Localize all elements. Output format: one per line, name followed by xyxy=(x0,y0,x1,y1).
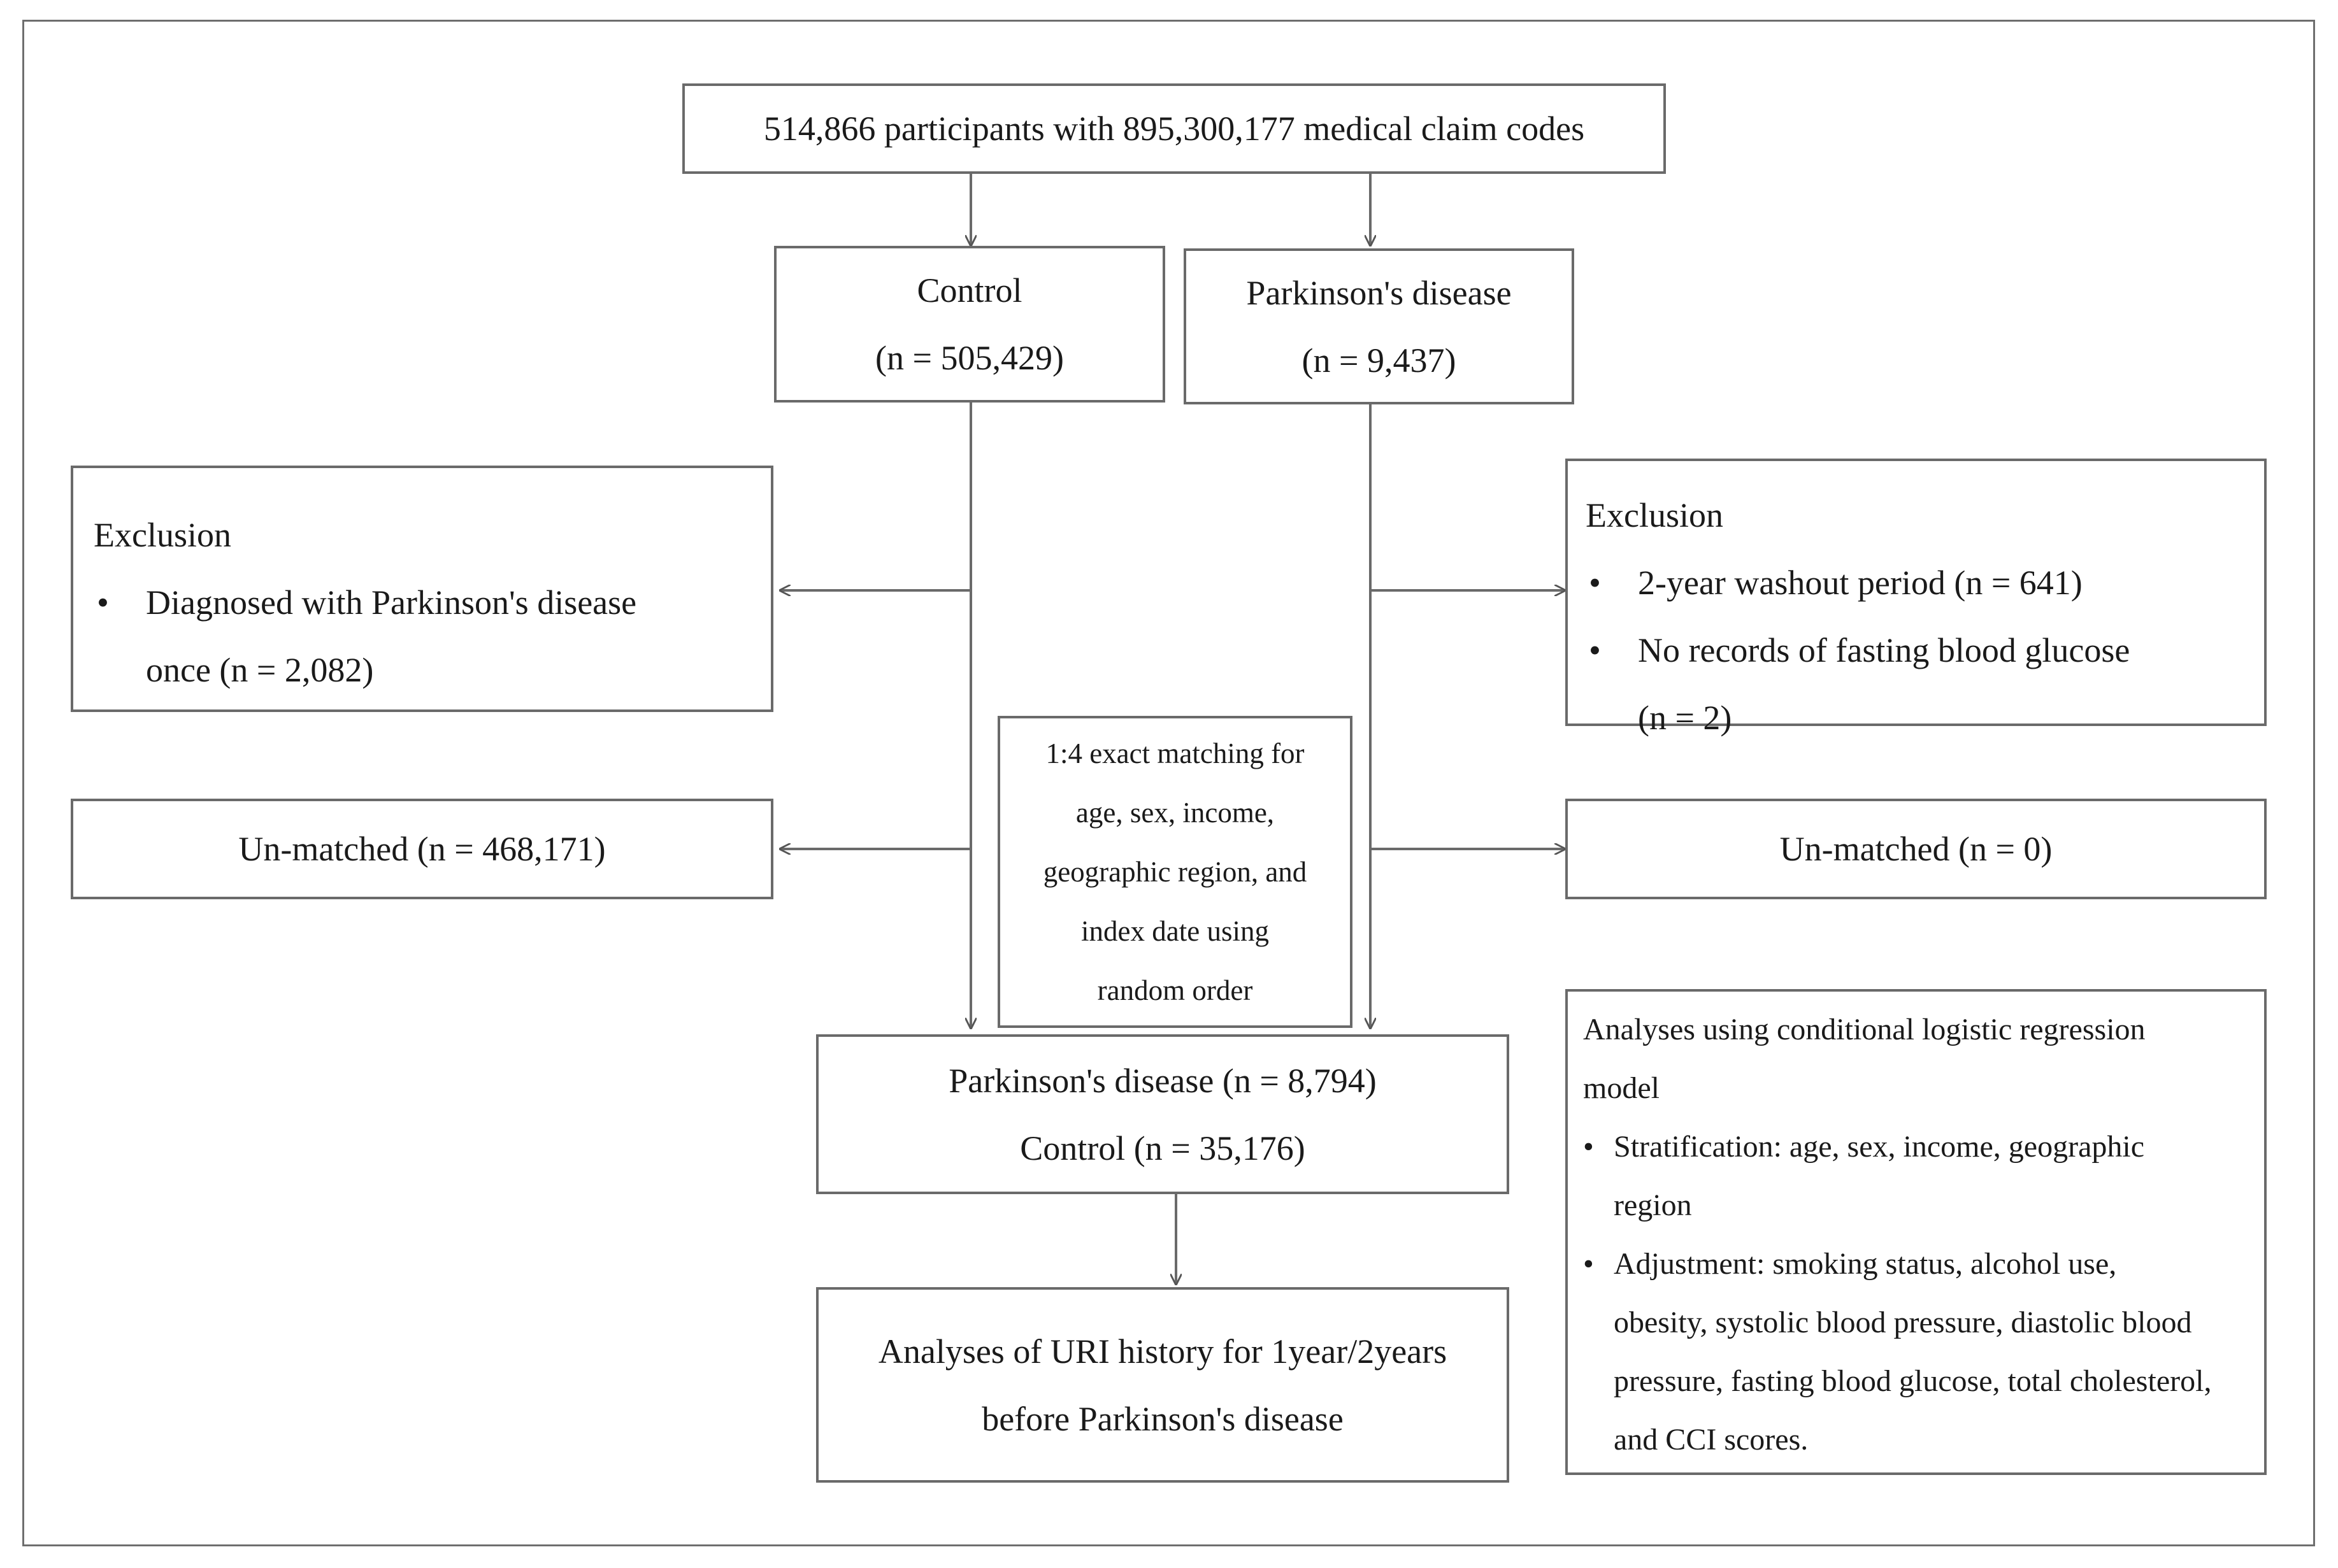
analyses-box: Analyses using conditional logistic regr… xyxy=(1565,989,2267,1475)
exclusion-left-heading: Exclusion xyxy=(94,516,231,554)
matched-parkinsons-count: Parkinson's disease (n = 8,794) xyxy=(949,1061,1377,1100)
uri-analysis-line: Analyses of URI history for 1year/2years xyxy=(878,1332,1447,1371)
matching-criteria-box: 1:4 exact matching for age, sex, income,… xyxy=(998,716,1352,1028)
exclusion-right-heading: Exclusion xyxy=(1586,496,1723,534)
control-title: Control xyxy=(917,271,1022,310)
parkinsons-box: Parkinson's disease (n = 9,437) xyxy=(1184,248,1574,404)
uri-analysis-line: before Parkinson's disease xyxy=(982,1399,1344,1438)
unmatched-right-box: Un-matched (n = 0) xyxy=(1565,799,2267,899)
matching-line: random order xyxy=(1097,974,1253,1006)
analyses-heading: model xyxy=(1583,1071,1660,1105)
adjustment-item: Adjustment: smoking status, alcohol use, xyxy=(1583,1235,2264,1294)
exclusion-left-box: Exclusion Diagnosed with Parkinson's dis… xyxy=(71,466,773,712)
adjustment-continuation: and CCI scores. xyxy=(1614,1423,1809,1457)
control-box: Control (n = 505,429) xyxy=(774,246,1165,403)
parkinsons-count: (n = 9,437) xyxy=(1302,341,1456,380)
unmatched-left-text: Un-matched (n = 468,171) xyxy=(238,830,606,868)
exclusion-right-box: Exclusion 2-year washout period (n = 641… xyxy=(1565,459,2267,737)
control-count: (n = 505,429) xyxy=(875,339,1064,377)
exclusion-right-continuation: (n = 2) xyxy=(1638,699,1732,737)
unmatched-left-box: Un-matched (n = 468,171) xyxy=(71,799,773,899)
participants-text: 514,866 participants with 895,300,177 me… xyxy=(763,110,1585,148)
matching-line: 1:4 exact matching for xyxy=(1045,737,1305,769)
adjustment-continuation: obesity, systolic blood pressure, diasto… xyxy=(1614,1306,2192,1339)
unmatched-right-text: Un-matched (n = 0) xyxy=(1779,830,2053,868)
uri-analysis-box: Analyses of URI history for 1year/2years… xyxy=(816,1287,1509,1483)
parkinsons-title: Parkinson's disease xyxy=(1246,273,1512,312)
adjustment-continuation: pressure, fasting blood glucose, total c… xyxy=(1614,1364,2212,1398)
exclusion-left-continuation: once (n = 2,082) xyxy=(146,651,374,689)
participants-box: 514,866 participants with 895,300,177 me… xyxy=(682,83,1666,174)
diagram-frame xyxy=(22,20,2315,1546)
exclusion-right-item: 2-year washout period (n = 641) xyxy=(1586,549,2264,617)
stratification-item: Stratification: age, sex, income, geogra… xyxy=(1583,1118,2264,1176)
analyses-heading: Analyses using conditional logistic regr… xyxy=(1583,1013,2146,1046)
exclusion-left-item: Diagnosed with Parkinson's disease xyxy=(94,569,771,636)
exclusion-right-item: No records of fasting blood glucose xyxy=(1586,617,2264,684)
stratification-continuation: region xyxy=(1614,1188,1692,1222)
matching-line: index date using xyxy=(1081,915,1269,947)
matched-control-count: Control (n = 35,176) xyxy=(1020,1129,1305,1167)
matching-line: geographic region, and xyxy=(1043,855,1307,888)
matched-cohort-box: Parkinson's disease (n = 8,794) Control … xyxy=(816,1034,1509,1194)
matching-line: age, sex, income, xyxy=(1075,796,1275,829)
